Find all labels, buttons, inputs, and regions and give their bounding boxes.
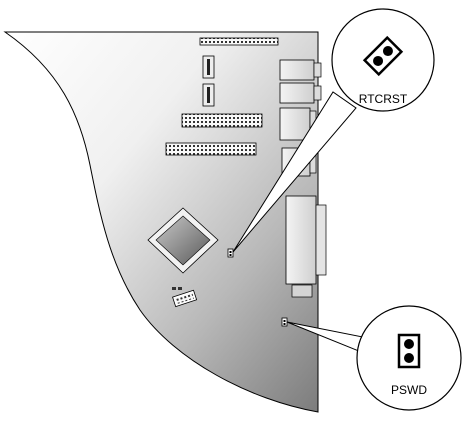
rtcrst-label: RTCRST: [359, 92, 408, 106]
power-connector: [182, 114, 262, 127]
motherboard-board: [5, 32, 318, 412]
sata-connector: [203, 84, 214, 106]
jumper-plug-icon: [399, 335, 419, 367]
pswd-label: PSWD: [391, 383, 427, 397]
sata-connector: [203, 56, 214, 78]
serial-connector: [286, 196, 326, 297]
ide-connector: [166, 143, 256, 155]
top-header-connector: [200, 38, 278, 45]
pswd-jumper: [282, 318, 287, 326]
rtcrst-jumper: [228, 249, 233, 257]
